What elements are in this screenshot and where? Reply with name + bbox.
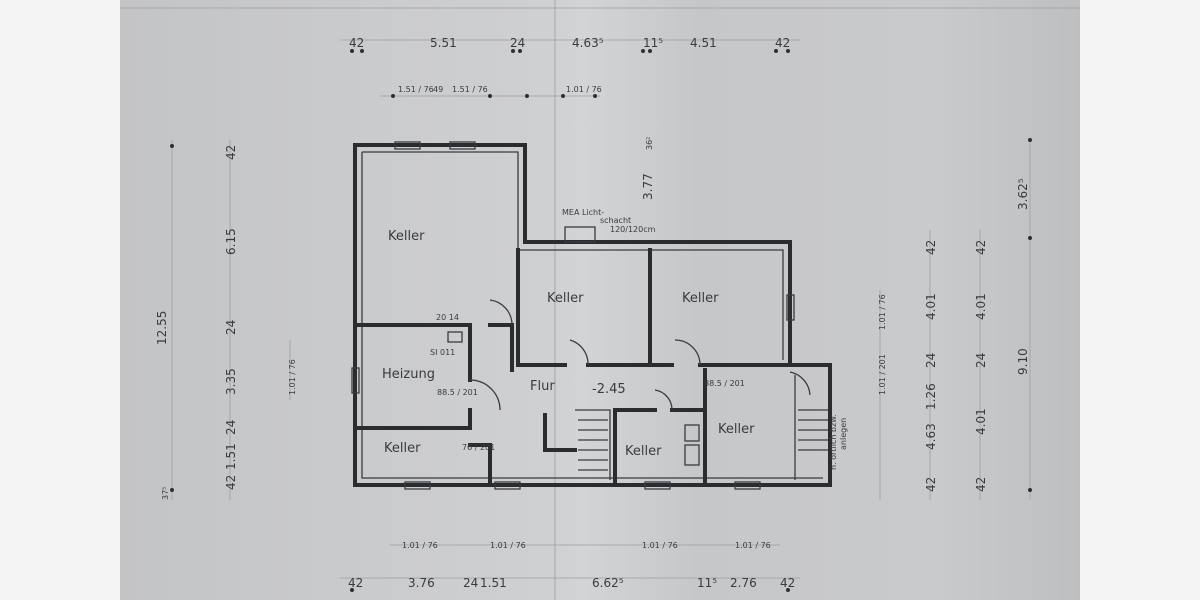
top-dim: 24 xyxy=(510,36,525,50)
bottom-window-dim: 1.01 / 76 xyxy=(642,541,678,550)
room-label-keller-6: Keller xyxy=(718,422,755,437)
bottom-dim: 24 xyxy=(463,576,478,590)
bottom-dim: 42 xyxy=(348,576,363,590)
right-window-dim: 1.01 / 76 xyxy=(878,294,887,330)
left-dim: 1.51 xyxy=(224,443,238,470)
floor-plan-photo xyxy=(120,0,1080,600)
right-dim: 4.01 xyxy=(974,293,988,320)
room-label-keller-4: Keller xyxy=(384,441,421,456)
lightwell-label-3: 120/120cm xyxy=(610,225,656,234)
top-window-dim: 49 xyxy=(433,85,443,94)
left-total-dim: 12.55 xyxy=(155,311,169,345)
right-dim: 4.63 xyxy=(924,423,938,450)
bottom-dim: 11⁵ xyxy=(697,576,717,590)
door-label-heizung: 88.5 / 201 xyxy=(437,388,478,397)
right-window-dim: 1.01 / 201 xyxy=(878,354,887,395)
door-label-keller-6: 88.5 / 201 xyxy=(704,379,745,388)
lightwell-label-2: schacht xyxy=(600,216,631,225)
corridor-level: -2.45 xyxy=(592,382,626,397)
bottom-dim: 6.62⁵ xyxy=(592,576,624,590)
right-total-dim: 9.10 xyxy=(1016,348,1030,375)
top-dim: 4.51 xyxy=(690,36,717,50)
right-dim: 42 xyxy=(974,477,988,492)
top-dim: 42 xyxy=(349,36,364,50)
right-dim: 24 xyxy=(924,353,938,368)
right-dim: 24 xyxy=(974,353,988,368)
bottom-dim: 1.51 xyxy=(480,576,507,590)
right-dim: 4.01 xyxy=(974,408,988,435)
stair-note-1: n. örtlich bzw. xyxy=(829,414,838,470)
left-dim: 42 xyxy=(224,475,238,490)
bottom-dim: 42 xyxy=(780,576,795,590)
bottom-dim: 2.76 xyxy=(730,576,757,590)
bottom-window-dim: 1.01 / 76 xyxy=(735,541,771,550)
right-dim: 1.26 xyxy=(924,383,938,410)
room-label-heizung: Heizung xyxy=(382,367,435,382)
top-window-dim: 1.51 / 76 xyxy=(452,85,488,94)
walls xyxy=(353,143,832,487)
top-dim: 5.51 xyxy=(430,36,457,50)
room-label-keller-2: Keller xyxy=(547,291,584,306)
lightwell-label-1: MEA Licht- xyxy=(562,208,604,217)
lightwell-rise-2: 36² xyxy=(645,137,654,150)
chimney-label: SI 011 xyxy=(430,348,455,357)
bottom-dim: 3.76 xyxy=(408,576,435,590)
top-window-dim: 1.51 / 76 xyxy=(398,85,434,94)
left-dim: 42 xyxy=(224,145,238,160)
right-dim: 42 xyxy=(974,240,988,255)
right-dim: 42 xyxy=(924,477,938,492)
top-dim: 42 xyxy=(775,36,790,50)
left-dim: 3.35 xyxy=(224,368,238,395)
corridor-label: Flur xyxy=(530,379,555,394)
door-label-keller-4: 76 / 201 xyxy=(462,443,495,452)
left-dim: 24 xyxy=(224,320,238,335)
stair-note-2: anlegen xyxy=(839,418,848,450)
left-dim: 24 xyxy=(224,420,238,435)
chimney-sizes: 20 14 xyxy=(436,313,459,322)
bottom-window-dim: 1.01 / 76 xyxy=(490,541,526,550)
right-top-dim: 3.62⁵ xyxy=(1016,178,1030,210)
top-window-dim: 1.01 / 76 xyxy=(566,85,602,94)
windows xyxy=(351,141,795,490)
right-dim: 42 xyxy=(924,240,938,255)
staircase xyxy=(578,409,828,471)
room-label-keller-5: Keller xyxy=(625,444,662,459)
room-label-keller-3: Keller xyxy=(682,291,719,306)
lightwell-rise: 3.77 xyxy=(641,173,655,200)
top-dim: 4.63⁵ xyxy=(572,36,604,50)
top-dim: 11⁵ xyxy=(643,36,663,50)
dimension-dots xyxy=(170,49,1032,592)
left-dim: 6.15 xyxy=(224,228,238,255)
door-swings xyxy=(447,299,811,466)
left-window-dim: 1.01 / 76 xyxy=(288,359,297,395)
room-label-keller-1: Keller xyxy=(388,229,425,244)
right-dim: 4.01 xyxy=(924,293,938,320)
left-side-dim: 37⁵ xyxy=(161,487,170,500)
bottom-window-dim: 1.01 / 76 xyxy=(402,541,438,550)
